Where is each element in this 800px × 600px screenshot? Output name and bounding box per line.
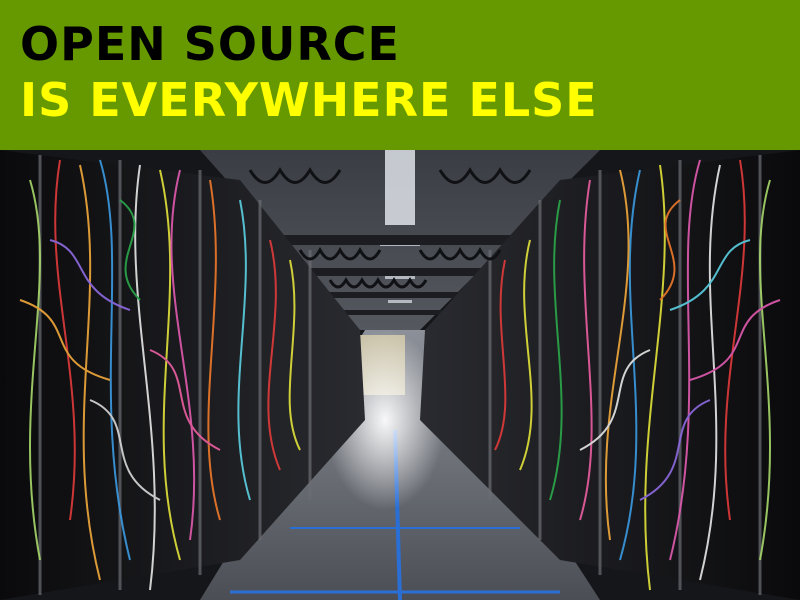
title-banner: OPEN SOURCE IS EVERYWHERE ELSE: [0, 0, 800, 150]
headline-line-1: OPEN SOURCE: [20, 17, 400, 71]
headline-line-2: IS EVERYWHERE ELSE: [20, 73, 598, 127]
data-center-photo: [0, 150, 800, 600]
